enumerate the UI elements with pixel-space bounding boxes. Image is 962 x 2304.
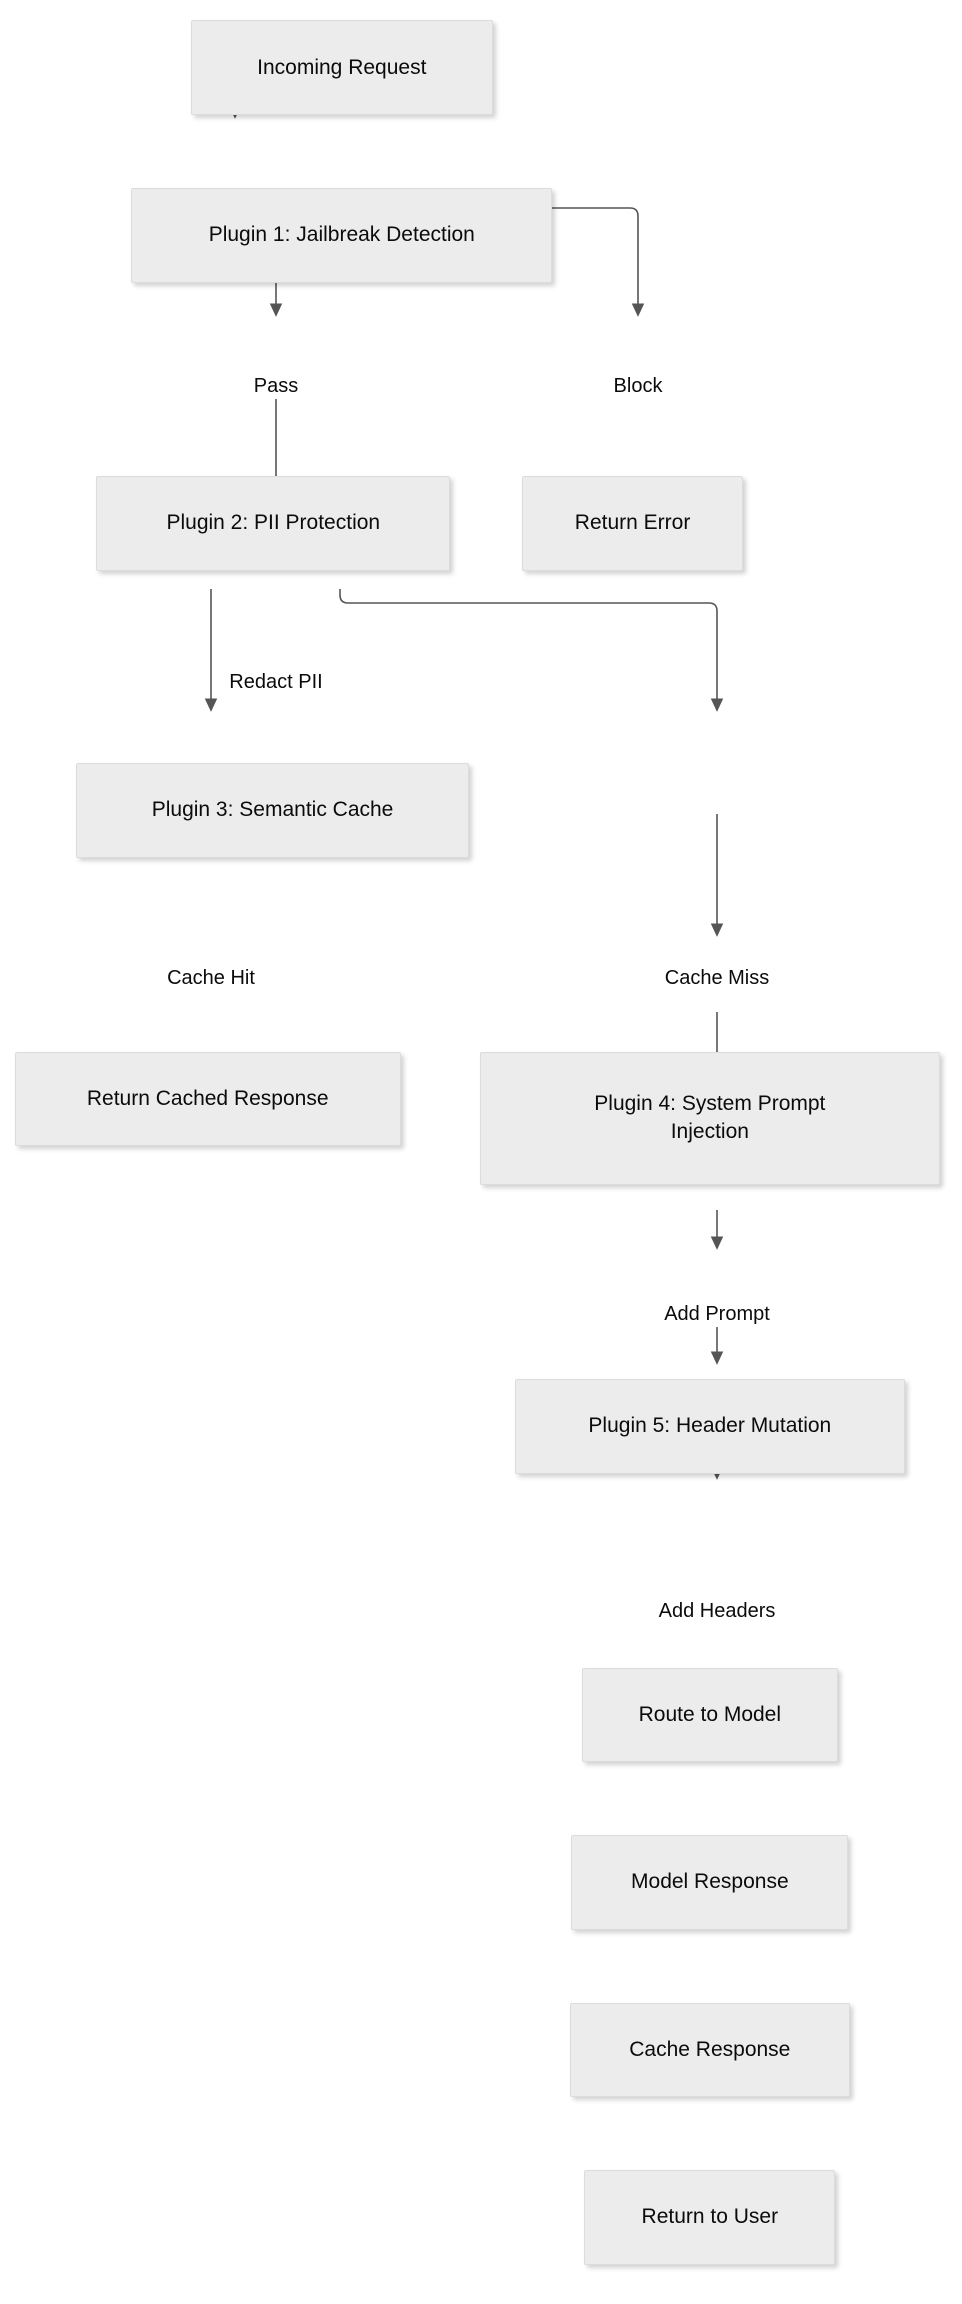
- node-plugin1-jailbreak-detection[interactable]: Plugin 1: Jailbreak Detection: [131, 187, 553, 283]
- edge-plugin3-to-plugin4: [339, 589, 724, 712]
- edge-label-cache-hit: Cache Hit: [162, 965, 260, 991]
- edge-label-add-prompt: Add Prompt: [659, 1301, 775, 1327]
- node-plugin2-pii-protection[interactable]: Plugin 2: PII Protection: [96, 476, 451, 571]
- node-plugin5-header-mutation[interactable]: Plugin 5: Header Mutation: [514, 1379, 906, 1474]
- node-return-cached-response[interactable]: Return Cached Response: [14, 1051, 401, 1147]
- edge-label-cache-miss: Cache Miss: [659, 965, 775, 991]
- node-route-to-model[interactable]: Route to Model: [581, 1667, 839, 1763]
- edge-label-block: Block: [608, 373, 668, 399]
- node-model-response[interactable]: Model Response: [571, 1835, 849, 1930]
- node-incoming-request[interactable]: Incoming Request: [190, 20, 493, 116]
- node-plugin4-system-prompt-injection[interactable]: Plugin 4: System Prompt Injection: [479, 1051, 941, 1186]
- node-plugin3-semantic-cache[interactable]: Plugin 3: Semantic Cache: [75, 763, 470, 858]
- edge-label-add-headers: Add Headers: [653, 1598, 781, 1624]
- node-return-to-user[interactable]: Return to User: [584, 2170, 836, 2265]
- node-cache-response[interactable]: Cache Response: [569, 2002, 850, 2098]
- edge-label-redact-pii: Redact PII: [224, 669, 328, 695]
- edge-label-pass: Pass: [248, 373, 304, 399]
- node-return-error[interactable]: Return Error: [521, 476, 744, 571]
